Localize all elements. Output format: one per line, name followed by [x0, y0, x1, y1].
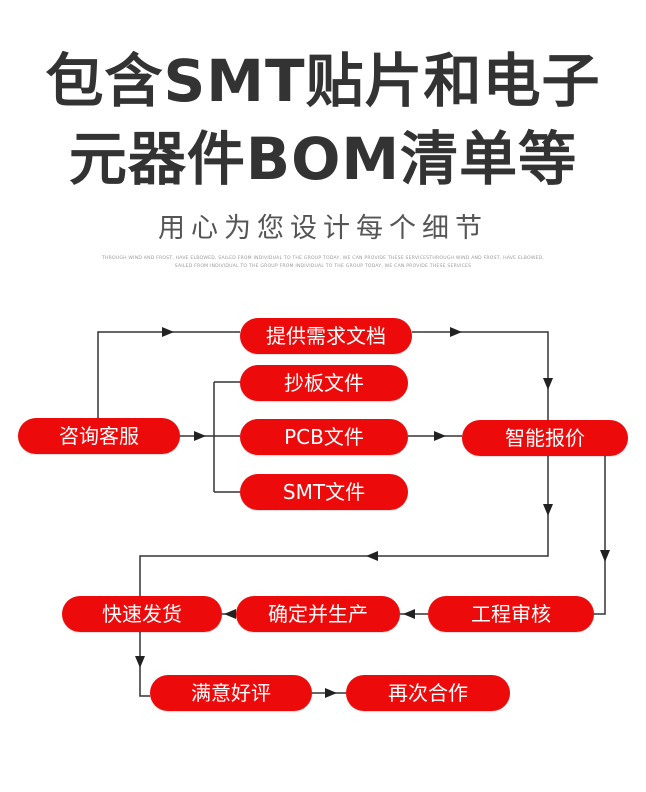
arrowhead-consult-branch — [194, 431, 206, 441]
node-quote: 智能报价 — [462, 420, 628, 456]
node-engineering: 工程审核 — [428, 596, 594, 632]
arrowhead-quote-down — [543, 504, 553, 516]
arrowhead-pcb-quote — [434, 431, 446, 441]
arrowhead-left-line — [366, 551, 378, 561]
arrowhead-review-cooperate — [325, 688, 337, 698]
node-copy-board: 抄板文件 — [240, 365, 408, 401]
fine-print-line-1: THROUGH WIND AND FROST, HAVE ELBOWED, SA… — [101, 256, 545, 261]
arrowhead-right-down — [600, 550, 610, 562]
node-consult: 咨询客服 — [18, 418, 180, 454]
edge-shipping-review — [139, 632, 150, 697]
node-shipping: 快速发货 — [62, 596, 222, 632]
arrowhead-top-right — [450, 327, 462, 337]
node-pcb: PCB文件 — [240, 419, 408, 455]
edge-requirements-quote — [412, 331, 549, 420]
arrowhead-engineering-production — [403, 609, 415, 619]
node-production: 确定并生产 — [236, 596, 400, 632]
title-line-1: 包含SMT贴片和电子 — [45, 47, 601, 115]
subtitle: 用心为您设计每个细节 — [158, 213, 488, 244]
arrowhead-shipping-down — [135, 656, 145, 668]
node-smt: SMT文件 — [240, 474, 408, 510]
arrowhead-into-quote-top — [543, 378, 553, 390]
edge-consult-requirements — [97, 331, 240, 418]
title-line-2: 元器件BOM清单等 — [68, 125, 578, 193]
arrowhead-top-left — [162, 327, 174, 337]
edge-quote-engineering — [594, 455, 606, 615]
arrowhead-production-shipping — [224, 609, 236, 619]
node-requirements: 提供需求文档 — [240, 318, 412, 354]
fine-print-line-2: SAILED FROM INDIVIDUAL TO THE GROUP FROM… — [174, 264, 472, 269]
node-cooperate: 再次合作 — [346, 675, 510, 711]
node-review: 满意好评 — [150, 675, 312, 711]
